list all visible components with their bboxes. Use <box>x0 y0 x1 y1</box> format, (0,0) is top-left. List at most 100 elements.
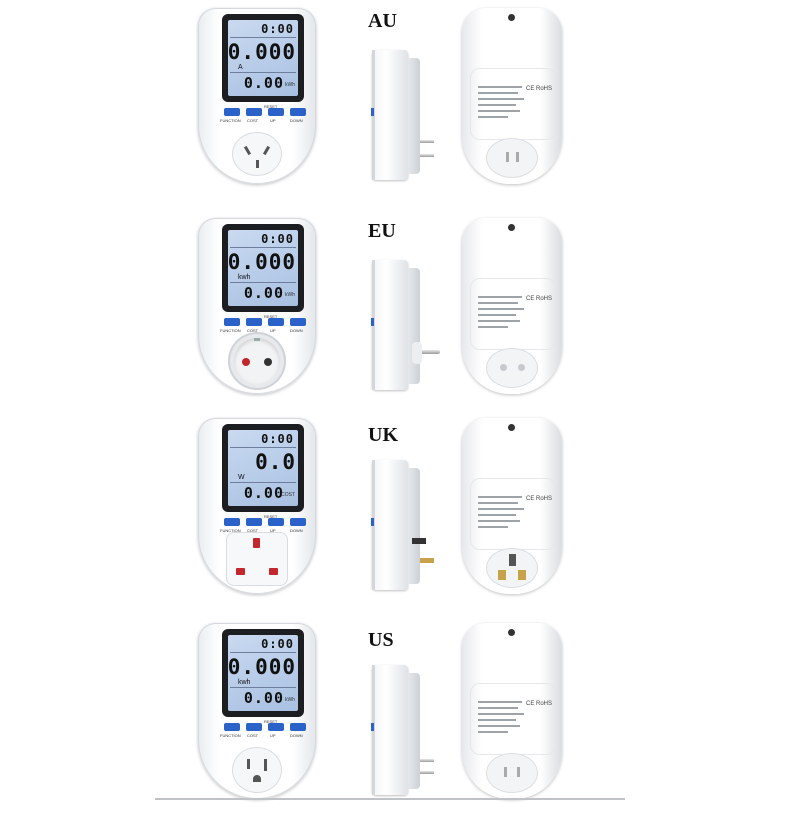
down-button[interactable] <box>290 108 306 116</box>
lcd-line-1: 0:00 <box>261 232 294 246</box>
lcd-line-2: 0.000 <box>227 655 296 679</box>
up-button[interactable] <box>268 518 284 526</box>
function-button[interactable] <box>224 518 240 526</box>
cost-label: COST <box>247 733 259 738</box>
cost-button[interactable] <box>246 723 262 731</box>
lcd-bezel: 0:00 0.000 kwh 0.00 kWh <box>222 629 304 717</box>
au-socket <box>232 132 282 176</box>
lcd-display: 0:00 0.0 W 0.00 COST <box>228 430 298 506</box>
region-label: US <box>368 629 394 651</box>
product-row-eu: 0:00 0.000 kwh 0.00 kWh RESET FUNCTION C… <box>0 210 800 410</box>
lcd-line-2: 0.0 <box>255 450 296 474</box>
meter-side-view <box>371 450 442 600</box>
region-label: EU <box>368 220 396 242</box>
lcd-bezel: 0:00 0.000 A 0.00 kWh <box>222 14 304 102</box>
up-button[interactable] <box>268 318 284 326</box>
up-button[interactable] <box>268 723 284 731</box>
bottom-divider <box>155 798 625 800</box>
down-label: DOWN <box>290 528 303 533</box>
au-prong <box>420 140 434 143</box>
cert-marks: CE RoHS <box>526 86 553 92</box>
reset-label: RESET <box>264 719 278 724</box>
us-socket <box>232 747 282 793</box>
cost-button[interactable] <box>246 318 262 326</box>
product-row-au: 0:00 0.000 A 0.00 kWh RESET FUNCTION COS… <box>0 0 800 200</box>
lcd-line-3-unit: kWh <box>285 82 295 88</box>
down-label: DOWN <box>290 733 303 738</box>
eu-socket <box>228 332 286 390</box>
function-label: FUNCTION <box>220 328 241 333</box>
down-button[interactable] <box>290 318 306 326</box>
lcd-line-3: 0.00 <box>243 74 284 92</box>
meter-back-view: CE RoHS <box>462 418 562 594</box>
region-label: AU <box>368 10 397 32</box>
up-button[interactable] <box>268 108 284 116</box>
reset-label: RESET <box>264 104 278 109</box>
screw-icon <box>508 629 515 636</box>
meter-back-view: CE RoHS <box>462 8 562 184</box>
down-button[interactable] <box>290 723 306 731</box>
spec-label <box>478 496 538 540</box>
back-plug-base <box>486 548 538 588</box>
region-label: UK <box>368 424 398 446</box>
lcd-display: 0:00 0.000 kwh 0.00 kWh <box>228 635 298 711</box>
meter-side-view <box>371 40 442 190</box>
up-label: UP <box>270 118 276 123</box>
back-plug-base <box>486 753 538 793</box>
uk-socket <box>226 532 288 586</box>
function-button[interactable] <box>224 108 240 116</box>
up-label: UP <box>270 528 276 533</box>
meter-back-view: CE RoHS <box>462 623 562 799</box>
meter-back-view: CE RoHS <box>462 218 562 394</box>
us-prong <box>420 759 434 762</box>
lcd-display: 0:00 0.000 A 0.00 kWh <box>228 20 298 96</box>
up-label: UP <box>270 733 276 738</box>
cost-button[interactable] <box>246 518 262 526</box>
lcd-unit: kwh <box>238 679 251 686</box>
lcd-line-1: 0:00 <box>261 22 294 36</box>
meter-front-view: 0:00 0.0 W 0.00 COST RESET FUNCTION COST… <box>198 418 316 594</box>
function-label: FUNCTION <box>220 733 241 738</box>
up-label: UP <box>270 328 276 333</box>
cost-label: COST <box>247 118 259 123</box>
function-label: FUNCTION <box>220 118 241 123</box>
meter-side-view <box>371 250 442 400</box>
meter-side-view <box>371 655 442 805</box>
cert-marks: CE RoHS <box>526 701 553 707</box>
spec-label <box>478 86 538 130</box>
uk-prong <box>412 538 426 544</box>
function-label: FUNCTION <box>220 528 241 533</box>
cost-button[interactable] <box>246 108 262 116</box>
meter-front-view: 0:00 0.000 A 0.00 kWh RESET FUNCTION COS… <box>198 8 316 184</box>
lcd-line-3-unit: COST <box>281 492 295 498</box>
reset-label: RESET <box>264 514 278 519</box>
lcd-line-1: 0:00 <box>261 637 294 651</box>
back-plug-base <box>486 138 538 178</box>
lcd-line-2: 0.000 <box>227 250 296 274</box>
eu-prong <box>420 350 440 354</box>
cost-label: COST <box>247 328 259 333</box>
down-button[interactable] <box>290 518 306 526</box>
product-row-us: 0:00 0.000 kwh 0.00 kWh RESET FUNCTION C… <box>0 615 800 815</box>
screw-icon <box>508 224 515 231</box>
down-label: DOWN <box>290 328 303 333</box>
lcd-line-3-unit: kWh <box>285 292 295 298</box>
meter-front-view: 0:00 0.000 kwh 0.00 kWh RESET FUNCTION C… <box>198 623 316 799</box>
down-label: DOWN <box>290 118 303 123</box>
lcd-unit: A <box>238 64 243 71</box>
lcd-bezel: 0:00 0.000 kwh 0.00 kWh <box>222 224 304 312</box>
back-plug-base <box>486 348 538 388</box>
spec-label <box>478 701 538 745</box>
cost-label: COST <box>247 528 259 533</box>
function-button[interactable] <box>224 723 240 731</box>
lcd-unit: kwh <box>238 274 251 281</box>
spec-label <box>478 296 538 340</box>
lcd-display: 0:00 0.000 kwh 0.00 kWh <box>228 230 298 306</box>
function-button[interactable] <box>224 318 240 326</box>
meter-front-view: 0:00 0.000 kwh 0.00 kWh RESET FUNCTION C… <box>198 218 316 394</box>
screw-icon <box>508 424 515 431</box>
lcd-line-3: 0.00 <box>243 284 284 302</box>
product-row-uk: 0:00 0.0 W 0.00 COST RESET FUNCTION COST… <box>0 410 800 610</box>
screw-icon <box>508 14 515 21</box>
lcd-line-3: 0.00 <box>243 484 284 502</box>
